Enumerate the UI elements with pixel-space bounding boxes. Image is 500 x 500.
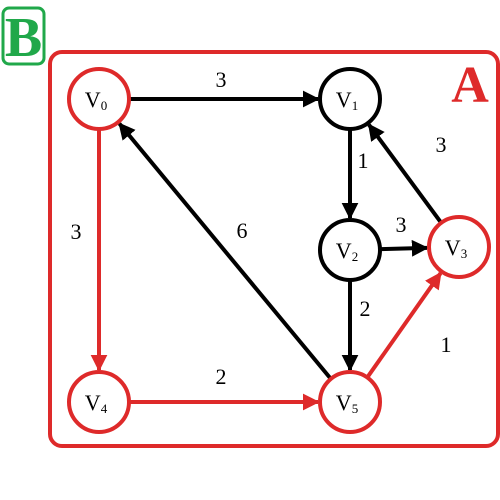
edges-layer: 3 1 3 3 2 6 3 2 1 [71,67,452,411]
node-letter-v5: V [336,390,352,415]
node-subscript-v0: 0 [101,98,108,113]
node-subscript-v5: 5 [352,401,359,416]
badge-b-frame [1,6,46,66]
node-v2: V2 [318,218,382,282]
edge-weight-v0-v1: 3 [216,67,227,92]
edge-weight-v5-v0: 6 [237,218,248,243]
badge-b: B [1,6,46,69]
node-label-v3: V3 [445,235,467,261]
node-subscript-v2: 2 [352,249,359,264]
node-label-v1: V1 [336,87,358,113]
node-label-v2: V2 [336,238,358,264]
edge-weight-v4-v5: 2 [216,364,227,389]
region-a-frame [48,50,500,448]
node-v0: V0 [67,67,131,131]
edge-v5-v3 [365,271,443,379]
node-label-v5: V5 [336,390,358,416]
node-v1: V1 [318,67,382,131]
node-label-v0: V0 [85,87,107,113]
node-letter-v3: V [445,235,461,260]
node-letter-v4: V [85,390,101,415]
edge-weight-v1-v2: 1 [358,148,369,173]
node-letter-v1: V [336,87,352,112]
region-a: A [48,50,500,448]
node-letter-v0: V [85,87,101,112]
node-circle-v3 [427,215,491,279]
node-circle-v0 [67,67,131,131]
node-v3: V3 [427,215,491,279]
edge-weight-v2-v5: 2 [360,296,371,321]
node-subscript-v4: 4 [101,401,108,416]
edge-v2-v3 [379,239,429,257]
region-a-label: A [451,57,489,114]
node-circle-v4 [67,370,131,434]
node-subscript-v3: 3 [461,246,468,261]
edge-weight-v3-v1: 3 [436,132,447,157]
node-label-v4: V4 [85,390,108,416]
edge-weight-v0-v4: 3 [71,219,82,244]
edge-weight-v2-v3: 3 [396,212,407,237]
edge-v5-v0 [117,122,333,381]
node-v4: V4 [67,370,131,434]
node-subscript-v1: 1 [352,98,359,113]
badge-b-text: B [5,7,42,69]
node-circle-v1 [318,67,382,131]
node-circle-v2 [318,218,382,282]
edge-v3-v1 [367,123,443,225]
edge-weight-v5-v3: 1 [441,332,452,357]
node-v5: V5 [318,370,382,434]
node-letter-v2: V [336,238,352,263]
node-circle-v5 [318,370,382,434]
